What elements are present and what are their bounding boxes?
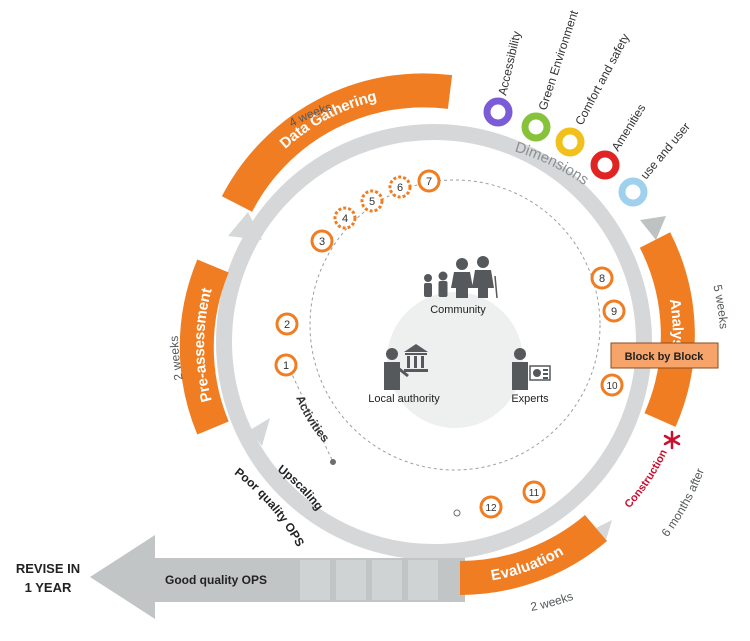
revise-arrow-head xyxy=(90,535,155,619)
dimension-accessibility: Accessibility xyxy=(483,30,524,127)
revise-label-line1: REVISE IN xyxy=(16,561,80,576)
activities-ring xyxy=(309,179,601,471)
svg-text:use and user: use and user xyxy=(638,120,693,182)
activity-4: 4 xyxy=(333,206,357,230)
six-months-after-label: 6 months after xyxy=(659,466,707,539)
local-authority-icon xyxy=(384,344,428,390)
community-icon xyxy=(424,256,498,299)
evaluation-duration: 2 weeks xyxy=(529,589,575,614)
activity-11: 11 xyxy=(522,480,546,504)
ring-arrow-bottom xyxy=(596,520,612,540)
revise-label-line2: 1 YEAR xyxy=(25,580,72,595)
activity-10: 10 xyxy=(600,373,624,397)
svg-text:Amenities: Amenities xyxy=(609,101,649,153)
activity-1: 1 xyxy=(274,353,298,377)
pre-assessment-segment xyxy=(179,259,229,435)
activity-3: 3 xyxy=(310,229,334,253)
activity-8: 8 xyxy=(590,266,614,290)
good-quality-label: Good quality OPS xyxy=(165,573,267,587)
block-by-block-box xyxy=(610,342,719,369)
local-authority-label: Local authority xyxy=(368,393,440,405)
community-label: Community xyxy=(430,304,486,316)
dimension-amenities: Amenities xyxy=(590,101,649,180)
outer-ring xyxy=(216,124,652,560)
ring-arrow-right xyxy=(640,216,666,240)
ring-arrow-left xyxy=(250,418,270,446)
svg-text:8: 8 xyxy=(599,273,605,285)
svg-text:Green Environment: Green Environment xyxy=(536,8,582,112)
data-gathering-segment xyxy=(221,73,453,212)
activity-12: 12 xyxy=(479,495,503,519)
svg-text:Accessibility: Accessibility xyxy=(495,30,523,97)
activity-6: 6 xyxy=(388,175,412,199)
svg-text:7: 7 xyxy=(426,176,432,188)
block-by-block-label: Block by Block xyxy=(625,351,705,363)
activity-9: 9 xyxy=(602,299,626,323)
svg-text:11: 11 xyxy=(529,488,540,499)
svg-text:12: 12 xyxy=(485,503,497,514)
analysis-segment xyxy=(639,232,695,427)
activities-start-dot xyxy=(453,509,461,517)
svg-text:6: 6 xyxy=(397,182,403,194)
svg-text:4: 4 xyxy=(342,213,348,225)
svg-text:1: 1 xyxy=(283,360,289,372)
ring-arrow-top xyxy=(228,212,262,240)
activity-7: 7 xyxy=(417,169,441,193)
activity-2: 2 xyxy=(275,312,299,336)
activity-5: 5 xyxy=(360,189,384,213)
svg-text:9: 9 xyxy=(611,306,617,318)
asterisk-icon xyxy=(663,430,681,450)
analysis-duration: 5 weeks xyxy=(710,283,731,329)
svg-text:10: 10 xyxy=(606,381,618,392)
svg-text:5: 5 xyxy=(369,196,375,208)
activities-end-dot xyxy=(330,459,336,465)
stakeholder-center xyxy=(387,292,523,428)
svg-text:3: 3 xyxy=(319,236,325,248)
experts-icon xyxy=(512,348,551,390)
experts-label: Experts xyxy=(511,393,549,405)
pre-assessment-duration: 2 weeks xyxy=(167,336,186,382)
evaluation-segment xyxy=(459,514,608,595)
svg-text:Comfort and safety: Comfort and safety xyxy=(572,31,632,127)
construction-label: Construction xyxy=(623,448,670,511)
activities-label: Activities xyxy=(293,393,332,445)
svg-text:2: 2 xyxy=(284,319,290,331)
